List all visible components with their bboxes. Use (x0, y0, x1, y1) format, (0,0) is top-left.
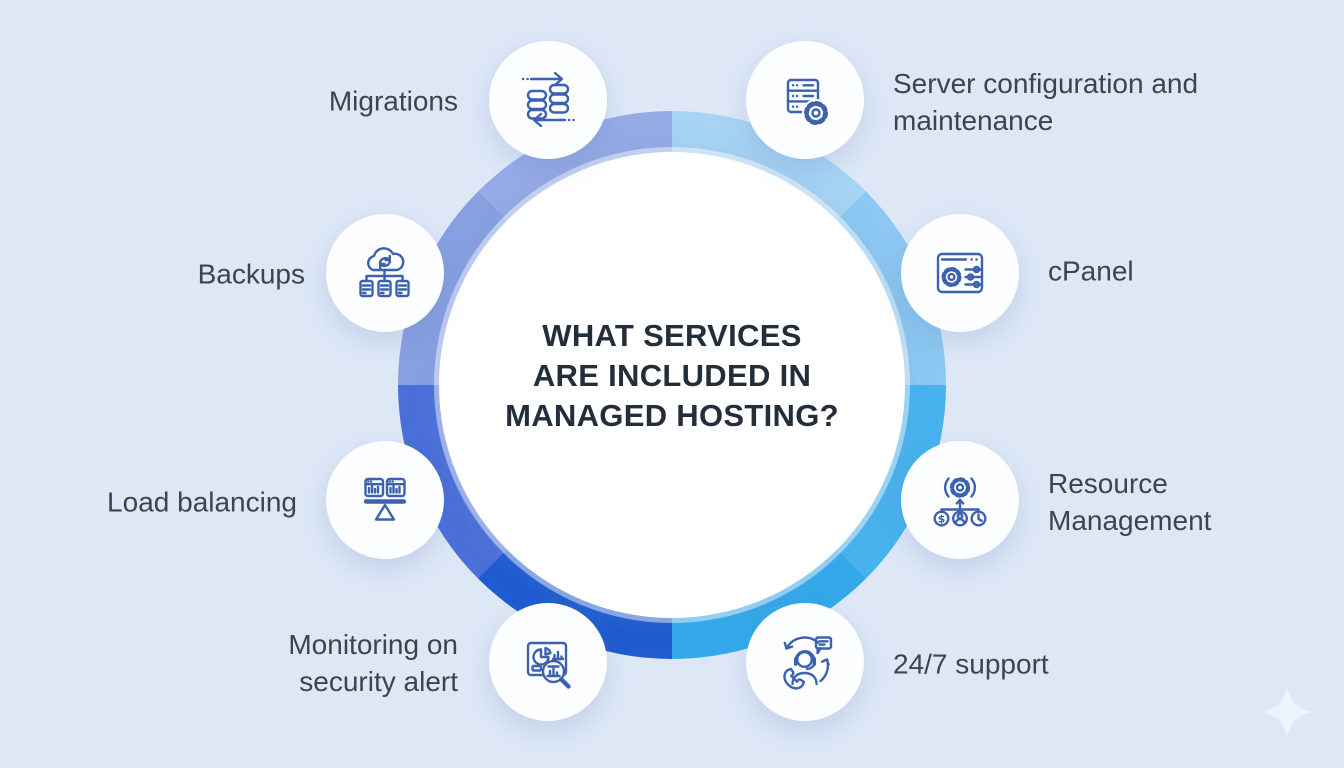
migrations-label: Migrations (328, 85, 458, 117)
control-panel-icon (936, 252, 984, 294)
monitoring-icon-circle (489, 603, 607, 721)
page-title: WHAT SERVICES ARE INCLUDED IN MANAGED HO… (505, 317, 839, 434)
migrations-icon-circle (489, 41, 607, 159)
server-config-label: Server configuration and maintenance (893, 68, 1199, 136)
database-migration-icon (521, 71, 575, 128)
monitoring-magnifier-icon (526, 641, 571, 689)
cloud-backup-icon (359, 247, 410, 298)
server-gear-icon (786, 78, 830, 127)
backups-label: Backups (197, 258, 305, 290)
svg-text:$: $ (938, 512, 946, 525)
resource-management-icon-circle: $ (901, 441, 1019, 559)
support-agent-icon (783, 636, 833, 690)
backups-icon-circle (326, 214, 444, 332)
monitoring-label: Monitoring on security alert (288, 629, 458, 697)
load-balancing-label: Load balancing (107, 486, 297, 518)
resource-management-label: Resource Management (1048, 468, 1212, 536)
load-balancing-icon-circle (326, 441, 444, 559)
support-icon-circle (746, 603, 864, 721)
server-config-icon-circle (746, 41, 864, 159)
sparkle-icon (1260, 685, 1314, 739)
support-label: 24/7 support (893, 648, 1049, 680)
center-circle: WHAT SERVICES ARE INCLUDED IN MANAGED HO… (439, 152, 905, 618)
resource-management-icon: $ (933, 477, 987, 527)
cpanel-label: cPanel (1048, 255, 1134, 287)
cpanel-icon-circle (901, 214, 1019, 332)
load-balance-icon (363, 477, 407, 521)
